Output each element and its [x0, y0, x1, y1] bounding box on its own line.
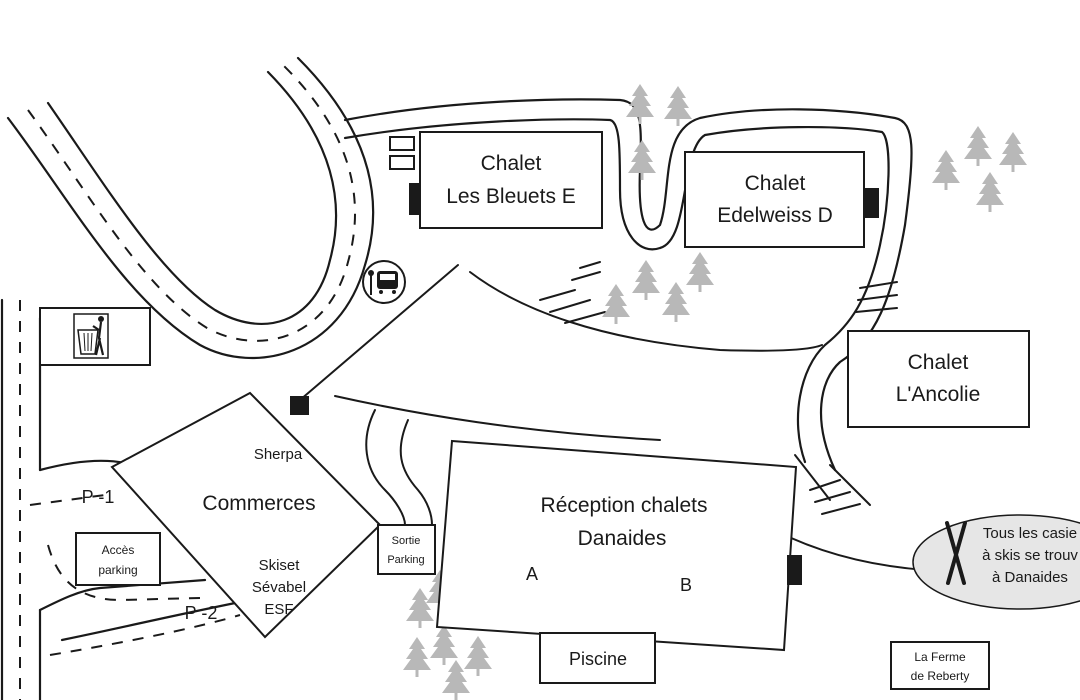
- chalet-edelweiss-line1: Chalet: [745, 172, 806, 195]
- trash-bin-icon: [39, 307, 151, 366]
- ferme-line1: La Ferme: [914, 650, 966, 664]
- reception-line1: Réception chalets: [541, 494, 708, 517]
- footpaths: [299, 261, 926, 571]
- sortie-parking[interactable]: Sortie Parking: [377, 524, 436, 575]
- acces-line2: parking: [98, 563, 137, 577]
- chalet-bleuets[interactable]: Chalet Les Bleuets E: [389, 131, 603, 229]
- parking-p1-label: P -1: [82, 487, 115, 507]
- reception-danaides[interactable]: Réception chalets Danaides A B: [435, 439, 802, 652]
- reception-wing-b: B: [680, 575, 692, 595]
- sortie-line2: Parking: [387, 554, 424, 566]
- piscine[interactable]: Piscine: [539, 632, 656, 684]
- chalet-ancolie[interactable]: Chalet L'Ancolie: [847, 330, 1030, 428]
- bus-stop-icon[interactable]: [362, 260, 406, 304]
- sortie-line1: Sortie: [392, 535, 421, 547]
- callout-line3: à Danaides: [992, 569, 1068, 586]
- shop-sherpa: Sherpa: [254, 446, 303, 463]
- parking-p2-label: P -2: [185, 603, 218, 623]
- chalet-ancolie-line1: Chalet: [908, 351, 969, 374]
- chalet-bleuets-line2: Les Bleuets E: [446, 185, 576, 208]
- reception-wing-a: A: [526, 564, 538, 584]
- shop-esf: ESF: [264, 601, 293, 618]
- shop-skiset: Skiset: [259, 557, 301, 574]
- ski-locker-callout: Tous les casie à skis se trouv à Danaide…: [912, 514, 1080, 610]
- ferme-line2: de Reberty: [911, 669, 970, 683]
- acces-parking[interactable]: Accès parking: [75, 532, 161, 586]
- ski-icon: [945, 521, 967, 585]
- piscine-label: Piscine: [569, 649, 627, 669]
- ferme-reberty[interactable]: La Ferme de Reberty: [890, 641, 990, 690]
- callout-line2: à skis se trouv: [982, 547, 1078, 564]
- chalet-edelweiss[interactable]: Chalet Edelweiss D: [684, 151, 879, 248]
- reception-line2: Danaides: [578, 527, 667, 550]
- shop-sevabel: Sévabel: [252, 579, 306, 596]
- chalet-bleuets-line1: Chalet: [481, 152, 542, 175]
- callout-line1: Tous les casie: [983, 525, 1077, 542]
- commerces[interactable]: Sherpa Commerces Skiset Sévabel ESF: [110, 391, 382, 639]
- acces-line1: Accès: [102, 543, 135, 557]
- chalet-edelweiss-line2: Edelweiss D: [717, 204, 833, 227]
- commerces-label: Commerces: [202, 492, 315, 515]
- path-marker: [290, 396, 309, 415]
- chalet-ancolie-line2: L'Ancolie: [896, 383, 981, 406]
- main-road: [6, 56, 375, 359]
